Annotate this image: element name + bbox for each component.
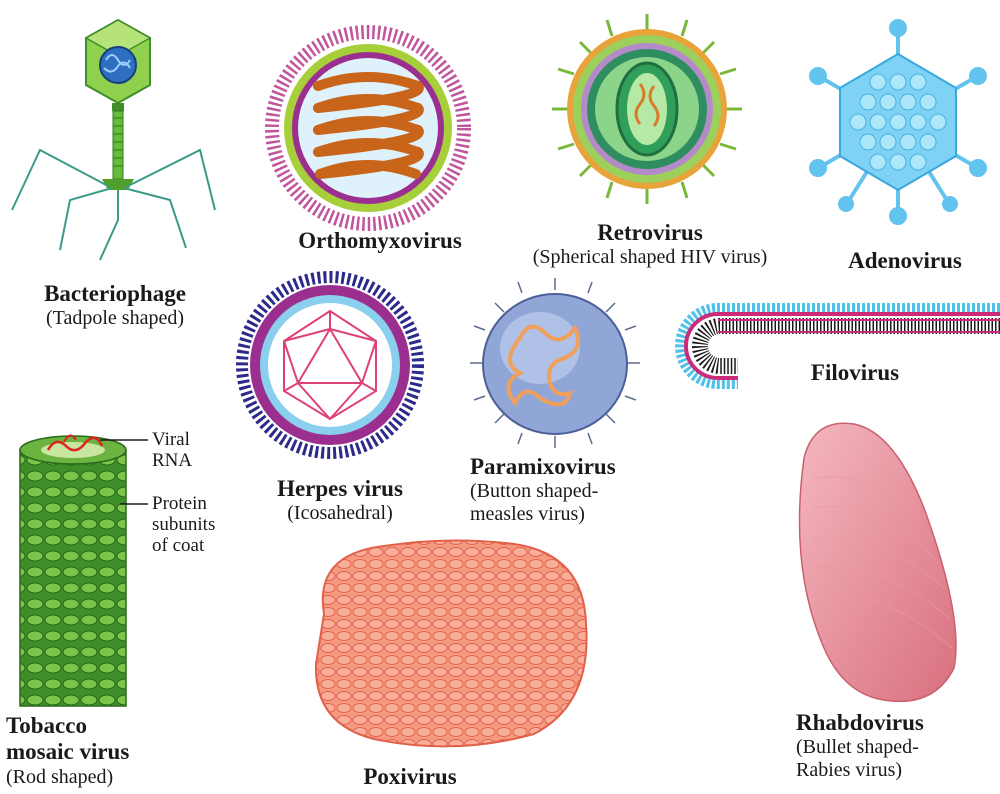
poxivirus-illustration: [304, 534, 594, 754]
tmv-pointer-protein-3: of coat: [152, 535, 204, 556]
tmv-pointer-protein-1: Protein: [152, 493, 207, 514]
tmv-label: Tobacco mosaic virus (Rod shaped): [6, 713, 206, 789]
herpes-subtitle: (Icosahedral): [250, 502, 430, 525]
paramixovirus-label: Paramixovirus (Button shaped- measles vi…: [470, 454, 670, 526]
orthomyxovirus-label: Orthomyxovirus: [270, 228, 490, 254]
paramixovirus-title: Paramixovirus: [470, 454, 670, 480]
tmv-pointer-viral: Viral: [152, 429, 190, 450]
retrovirus-illustration: [552, 14, 742, 204]
bacteriophage-subtitle: (Tadpole shaped): [10, 307, 220, 330]
filovirus-title: Filovirus: [790, 360, 920, 386]
paramixovirus-illustration: [470, 278, 640, 448]
retrovirus-label: Retrovirus (Spherical shaped HIV virus): [500, 220, 800, 269]
retrovirus-subtitle: (Spherical shaped HIV virus): [500, 246, 800, 269]
adenovirus-label: Adenovirus: [820, 248, 990, 274]
paramixovirus-subtitle-1: (Button shaped-: [470, 480, 670, 503]
paramixovirus-subtitle-2: measles virus): [470, 503, 670, 526]
rhabdovirus-subtitle-2: Rabies virus): [796, 759, 996, 782]
tmv-title-2: mosaic virus: [6, 739, 206, 765]
herpes-label: Herpes virus (Icosahedral): [250, 476, 430, 525]
rhabdovirus-title: Rhabdovirus: [796, 710, 996, 736]
poxivirus-label: Poxivirus: [340, 764, 480, 790]
adenovirus-illustration: [808, 22, 988, 222]
tmv-title-1: Tobacco: [6, 713, 206, 739]
orthomyxovirus-illustration: [268, 28, 468, 228]
tmv-pointer-lines: [100, 432, 160, 512]
bacteriophage-illustration: [0, 10, 220, 280]
herpes-illustration: [236, 271, 424, 459]
adenovirus-title: Adenovirus: [820, 248, 990, 274]
tmv-pointer-protein-2: subunits: [152, 514, 215, 535]
tmv-subtitle: (Rod shaped): [6, 766, 206, 789]
bacteriophage-title: Bacteriophage: [10, 281, 220, 307]
tmv-pointer-protein: Protein subunits of coat: [152, 494, 215, 557]
orthomyxovirus-title: Orthomyxovirus: [270, 228, 490, 254]
rhabdovirus-subtitle-1: (Bullet shaped-: [796, 736, 996, 759]
bacteriophage-label: Bacteriophage (Tadpole shaped): [10, 281, 220, 330]
tmv-pointer-viral-rna: Viral RNA: [152, 430, 192, 472]
tmv-pointer-rna: RNA: [152, 450, 192, 471]
filovirus-label: Filovirus: [790, 360, 920, 386]
rhabdovirus-illustration: [784, 418, 964, 708]
herpes-title: Herpes virus: [250, 476, 430, 502]
poxivirus-title: Poxivirus: [340, 764, 480, 790]
retrovirus-title: Retrovirus: [500, 220, 800, 246]
rhabdovirus-label: Rhabdovirus (Bullet shaped- Rabies virus…: [796, 710, 996, 782]
